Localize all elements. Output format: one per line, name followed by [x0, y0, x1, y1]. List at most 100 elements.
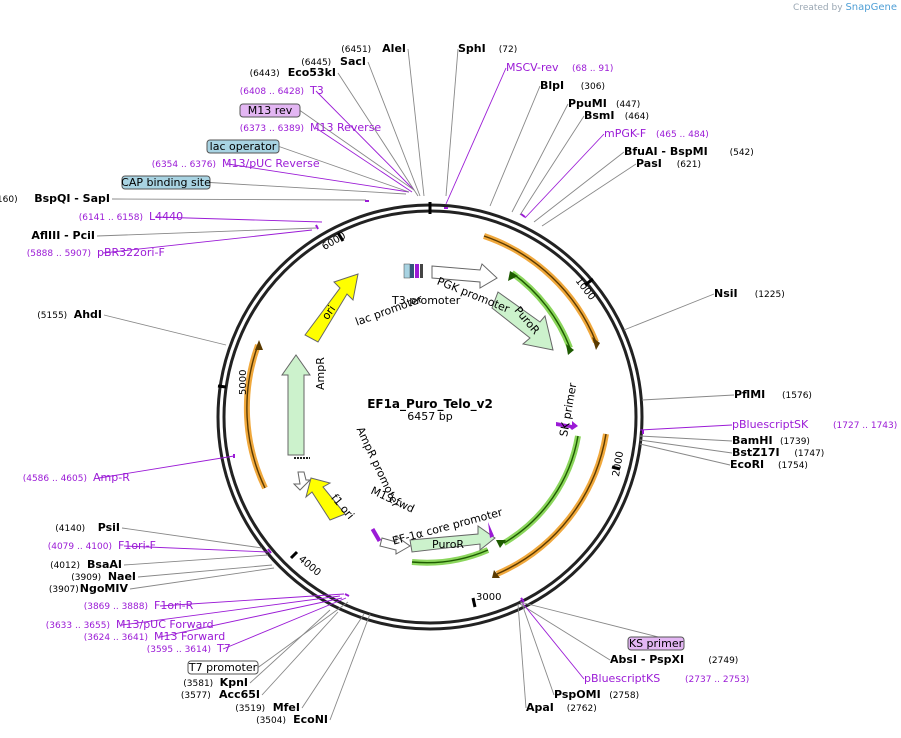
- feature-f1-ori: [305, 477, 346, 521]
- feature-label-t3-promoter: T3 promoter: [391, 294, 461, 307]
- primer-range-t7: (3595 .. 3614): [147, 645, 211, 655]
- site-ngomiv: NgoMIV: [80, 582, 129, 595]
- site-pos-pasi: (621): [677, 160, 701, 170]
- primer-range-m13-puc-forward: (3633 .. 3655): [46, 621, 110, 631]
- feature-cap-site: [410, 264, 414, 278]
- site-pos-ngomiv: (3907): [49, 585, 79, 595]
- site-pos-alei: (6451): [341, 45, 371, 55]
- site-pflmi: PflMI: [734, 388, 765, 401]
- tick-label-5000: 5000: [238, 370, 249, 395]
- primer-m13-puc-forward: M13/pUC Forward: [116, 618, 214, 631]
- primer-range-m13-puc-reverse: (6354 .. 6376): [152, 160, 216, 170]
- primer-range-l4440: (6141 .. 6158): [79, 213, 143, 223]
- primer-pbr322ori-f: pBR322ori-F: [97, 246, 165, 259]
- primer-range-pbr322ori-f: (5888 .. 5907): [27, 249, 91, 259]
- feature-label-sk-primer: SK primer: [557, 381, 579, 437]
- site-eco53ki: Eco53kI: [288, 66, 336, 79]
- site-pos-ahdi: (5155): [37, 311, 67, 321]
- site-pos-kpni: (3581): [183, 679, 213, 689]
- primer-l4440: L4440: [149, 210, 183, 223]
- site-pos-psii: (4140): [55, 524, 85, 534]
- site-kpni: KpnI: [220, 676, 248, 689]
- box-label-lac-operator: lac operator: [210, 140, 277, 153]
- primer-range-mscv-rev: (68 .. 91): [572, 64, 613, 74]
- site-bstz17i: BstZ17I: [732, 446, 780, 459]
- primer-amp-r: Amp-R: [93, 471, 130, 484]
- site-nsii: NsiI: [714, 287, 738, 300]
- box-label-cap-binding-site: CAP binding site: [121, 176, 211, 189]
- site-bsmi: BsmI: [584, 109, 615, 122]
- site-naei: NaeI: [108, 570, 136, 583]
- feature-ampr: [281, 354, 311, 456]
- site-pos-apai: (2762): [567, 704, 597, 714]
- feature-label-puror-bottom: PuroR: [432, 538, 464, 551]
- primer-range-f1ori-f: (4079 .. 4100): [48, 542, 112, 552]
- box-label-ks-primer: KS primer: [629, 637, 684, 650]
- tick-marks: [217, 232, 621, 608]
- site-econi: EcoNI: [293, 713, 328, 726]
- site-psii: PsiI: [98, 521, 120, 534]
- primer-range-mpgk-f: (465 .. 484): [656, 130, 709, 140]
- site-pos-pspomi: (2758): [609, 691, 639, 701]
- primer-ticks: [233, 200, 644, 603]
- site-ahdi: AhdI: [74, 308, 102, 321]
- primer-m13-forward: M13 Forward: [154, 630, 225, 643]
- primer-m13-puc-reverse: M13/pUC Reverse: [222, 157, 320, 170]
- site-pos-bsmi: (464): [625, 112, 649, 122]
- primer-pbluescriptks: pBluescriptKS: [584, 672, 660, 685]
- site-mfei: MfeI: [273, 701, 300, 714]
- feature-ampr-promoter: [292, 471, 312, 491]
- site-bfuai-bspmi: BfuAI - BspMI: [624, 145, 708, 158]
- site-bamhi: BamHI: [732, 434, 773, 447]
- tick-label-3000: 3000: [476, 592, 501, 603]
- plasmid-name: EF1a_Puro_Telo_v2: [367, 397, 493, 412]
- primer-f1ori-r: F1ori-R: [154, 599, 194, 612]
- site-pos-ppumi: (447): [616, 100, 640, 110]
- site-pos-bfuai-bspmi: (542): [730, 148, 754, 158]
- tick-label-2000: 2000: [611, 450, 626, 477]
- feature-ks-primer: [488, 522, 494, 538]
- primer-range-t3: (6408 .. 6428): [240, 87, 304, 97]
- feature-pgk-promoter: [431, 263, 498, 289]
- feature-puror-top: [491, 291, 554, 351]
- feature-sk-primer: [556, 421, 578, 430]
- primer-range-m13-reverse: (6373 .. 6389): [240, 124, 304, 134]
- feature-m13-fwd: [370, 527, 382, 543]
- box-t7-promoter: [187, 660, 259, 675]
- leader-lines: [96, 48, 735, 721]
- box-label-t7-promoter: T7 promoter: [188, 661, 258, 674]
- box-m13-rev: [239, 103, 301, 118]
- site-pasi: PasI: [636, 157, 662, 170]
- site-pos-bspqi-sapi: (6160): [0, 195, 18, 205]
- site-absi-pspxi: AbsI - PspXI: [610, 653, 684, 666]
- credit-prefix: Created by: [793, 3, 843, 13]
- site-ppumi: PpuMI: [568, 97, 607, 110]
- orf-arc-5: [502, 435, 581, 546]
- box-ks-primer: [627, 636, 685, 651]
- site-pos-bsaai: (4012): [50, 561, 80, 571]
- site-pos-eco53ki: (6443): [250, 69, 280, 79]
- snapgene-credit: Created by SnapGene: [793, 2, 897, 13]
- primer-t3: T3: [309, 84, 324, 97]
- primer-range-pbluescriptks: (2737 .. 2753): [685, 675, 749, 685]
- site-pos-bstz17i: (1747): [794, 449, 824, 459]
- primer-range-pbluescriptsk: (1727 .. 1743): [833, 421, 897, 431]
- site-pos-mfei: (3519): [235, 704, 265, 714]
- site-blpi: BlpI: [540, 79, 564, 92]
- site-pos-sphi: (72): [499, 45, 517, 55]
- site-pos-ecori: (1754): [778, 461, 808, 471]
- snapgene-logo: SnapGene: [845, 2, 897, 13]
- site-pos-bamhi: (1739): [780, 437, 810, 447]
- site-pos-econi: (3504): [256, 716, 286, 726]
- primer-pbluescriptsk: pBluescriptSK: [732, 418, 809, 431]
- site-bspqi-sapi: BspQI - SapI: [34, 192, 110, 205]
- primer-mscv-rev: MSCV-rev: [506, 61, 559, 74]
- site-pos-naei: (3909): [71, 573, 101, 583]
- feature-lac-operator: [403, 263, 411, 279]
- feature-ef1a-promoter: [379, 535, 411, 555]
- site-saci: SacI: [340, 55, 366, 68]
- site-apai: ApaI: [526, 701, 554, 714]
- site-ecori: EcoRI: [730, 458, 764, 471]
- site-pos-acc65i: (3577): [181, 691, 211, 701]
- site-pos-pflmi: (1576): [782, 391, 812, 401]
